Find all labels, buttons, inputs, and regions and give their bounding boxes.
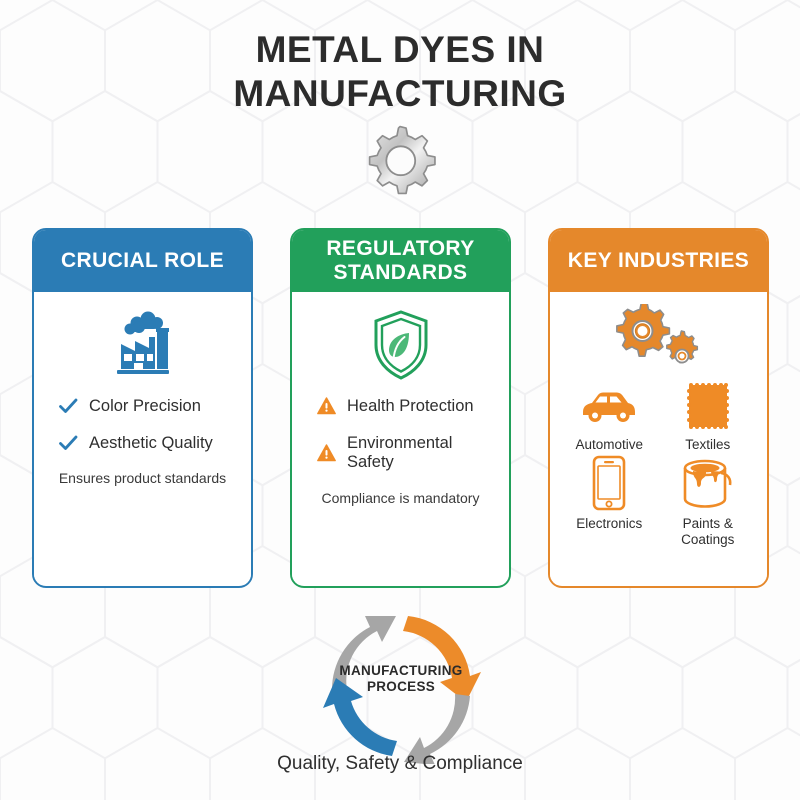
- warning-triangle-icon: [316, 443, 336, 463]
- title-line-1: METAL DYES IN: [255, 29, 545, 70]
- industry-item-textiles: Textiles: [659, 382, 758, 453]
- list-item-label: Environmental Safety: [347, 434, 453, 471]
- check-icon: [58, 396, 78, 416]
- two-gears-icon: [615, 304, 698, 364]
- manufacturing-process-cycle: [323, 616, 481, 764]
- title-line-2: MANUFACTURING: [233, 73, 567, 114]
- factory-icon: [116, 311, 169, 374]
- card-header-key-industries: KEY INDUSTRIES: [550, 230, 767, 292]
- card-header-label-line1: REGULATORY: [326, 237, 475, 260]
- card-header-label: KEY INDUSTRIES: [567, 249, 750, 272]
- card-body-key-industries: Automotive: [550, 292, 767, 585]
- card-body-regulatory-standards: Health Protection Environmental Safety C…: [292, 292, 509, 585]
- list-item: Environmental Safety: [306, 434, 495, 472]
- card-header-label-line2: STANDARDS: [333, 261, 468, 284]
- list-item: Health Protection: [306, 396, 495, 416]
- industry-grid: Automotive: [550, 378, 767, 548]
- industry-item-electronics: Electronics: [560, 455, 659, 548]
- page-title: METAL DYES IN MANUFACTURING: [0, 28, 800, 116]
- card-footnote: Compliance is mandatory: [321, 490, 480, 506]
- card-regulatory-standards: REGULATORY STANDARDS: [290, 228, 511, 588]
- card-footnote: Ensures product standards: [58, 470, 227, 486]
- fabric-swatch-icon: [685, 382, 731, 432]
- list-item-label: Health Protection: [347, 396, 474, 415]
- card-header-crucial-role: CRUCIAL ROLE: [34, 230, 251, 292]
- list-item-label: Aesthetic Quality: [89, 433, 213, 452]
- smartphone-icon: [592, 455, 626, 511]
- card-key-industries: KEY INDUSTRIES: [548, 228, 769, 588]
- card-crucial-role: CRUCIAL ROLE: [32, 228, 253, 588]
- industry-item-paints-coatings: Paints & Coatings: [659, 455, 758, 548]
- card-header-regulatory-standards: REGULATORY STANDARDS: [292, 230, 509, 292]
- card-header-label: CRUCIAL ROLE: [60, 249, 225, 272]
- list-item: Aesthetic Quality: [48, 433, 237, 453]
- card-icon-wrapper: [34, 302, 251, 388]
- paint-can-icon: [681, 455, 735, 511]
- check-icon: [58, 433, 78, 453]
- industry-label: Electronics: [576, 516, 643, 531]
- bullet-list-crucial-role: Color Precision Aesthetic Quality: [34, 396, 251, 453]
- industry-item-automotive: Automotive: [560, 382, 659, 453]
- bullet-list-regulatory-standards: Health Protection Environmental Safety: [292, 396, 509, 472]
- cycle-segment-top-left: [331, 616, 396, 690]
- bottom-caption: Quality, Safety & Compliance: [277, 753, 523, 774]
- card-body-crucial-role: Color Precision Aesthetic Quality Ensure…: [34, 292, 251, 585]
- warning-triangle-icon: [316, 396, 336, 416]
- car-icon: [580, 382, 638, 432]
- industry-label: Automotive: [575, 437, 644, 452]
- gear-icon: [368, 125, 436, 195]
- cycle-segment-top-right: [403, 616, 481, 702]
- cycle-segment-bottom-left: [323, 678, 397, 756]
- industry-label: Paints & Coatings: [681, 516, 735, 547]
- list-item: Color Precision: [48, 396, 237, 416]
- list-item-label: Color Precision: [89, 396, 201, 415]
- card-icon-wrapper: [550, 302, 767, 378]
- industry-label: Textiles: [685, 437, 731, 452]
- shield-leaf-icon: [374, 310, 427, 380]
- card-icon-wrapper: [292, 302, 509, 388]
